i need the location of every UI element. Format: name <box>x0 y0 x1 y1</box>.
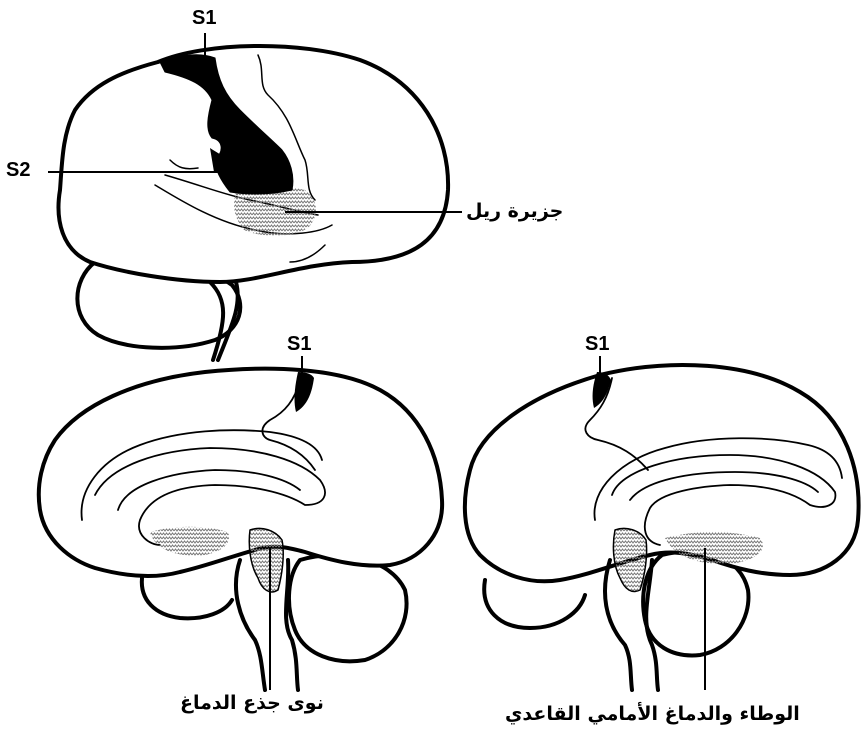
hypothalamus-basal-forebrain-label: الوطاء والدماغ الأمامي القاعدي <box>505 705 800 724</box>
medial-right-temporal <box>484 580 585 628</box>
s1-bottom-left-label: S1 <box>287 334 311 354</box>
medial-right-cerebrum-outline <box>465 365 859 581</box>
brainstem-nuclei-label: نوى جذع الدماغ <box>180 694 324 713</box>
medial-brain-left <box>39 369 442 690</box>
medial-brain-right <box>465 365 859 690</box>
medial-left-cerebellum <box>289 555 407 661</box>
lateral-brain-view <box>59 46 449 360</box>
medial-left-temporal <box>142 578 232 618</box>
medial-left-hatch-brainstem <box>249 528 283 591</box>
medial-right-hatch-brainstem <box>613 528 646 591</box>
s2-label: S2 <box>6 160 30 180</box>
s1-bottom-right-label: S1 <box>585 334 609 354</box>
s1-top-label: S1 <box>192 8 216 28</box>
reil-insula-label: جزيرة ريل <box>466 202 563 221</box>
